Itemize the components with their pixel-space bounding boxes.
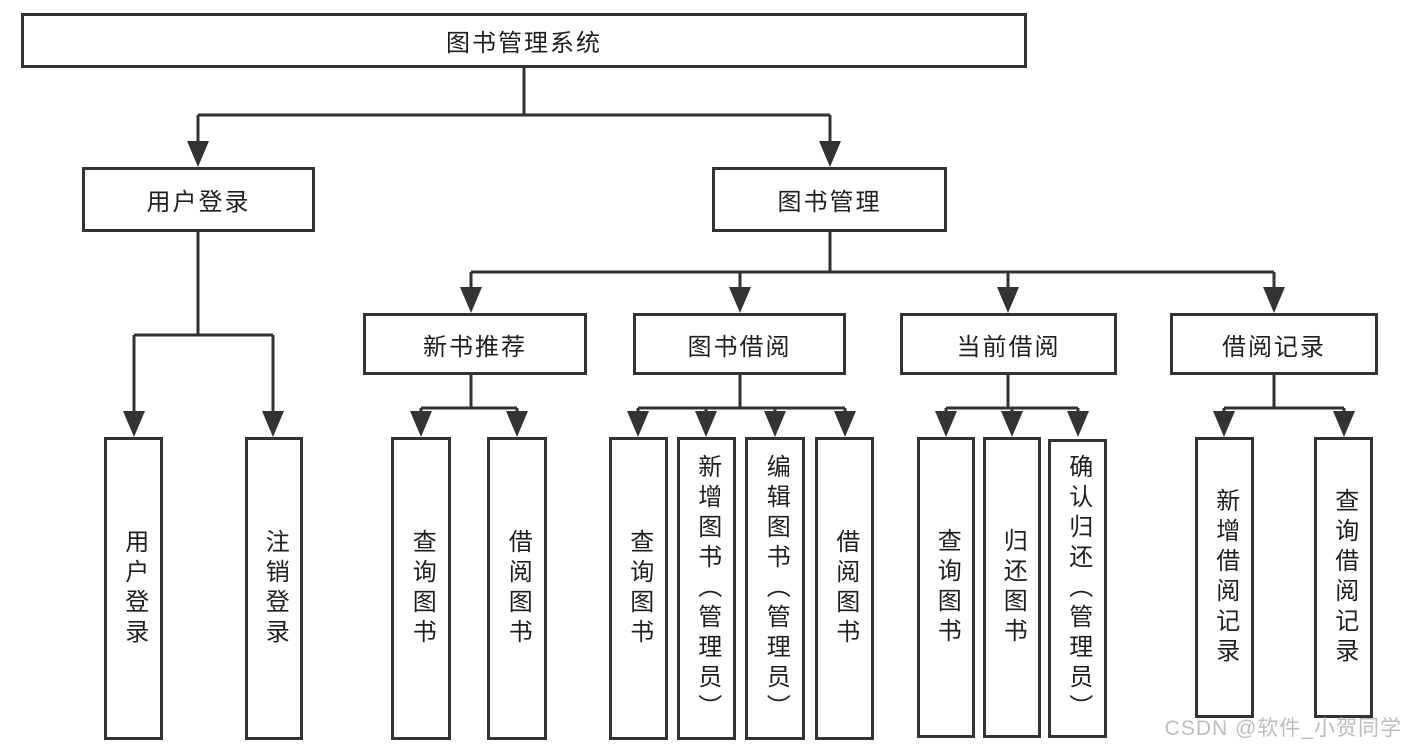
arrowhead-icon (506, 411, 528, 437)
arrowhead-icon (1263, 287, 1285, 313)
leaf-records-add-record-label: 新增借阅记录 (1211, 487, 1239, 668)
node-book-management: 图书管理 (712, 167, 947, 232)
leaf-current-confirm-return-admin-label: 确认归还（管理员） (1064, 453, 1092, 724)
arrowhead-icon (123, 411, 145, 437)
node-user-login: 用户登录 (82, 167, 315, 232)
arrowhead-icon (627, 411, 649, 437)
arrowhead-icon (1333, 411, 1355, 437)
node-new-book-label: 新书推荐 (423, 333, 527, 361)
connector-newbook-to-leaves (419, 375, 519, 416)
leaf-records-query-record-label: 查询借阅记录 (1330, 487, 1358, 668)
arrowhead-icon (460, 287, 482, 313)
node-book-management-label: 图书管理 (777, 189, 882, 216)
leaf-newbook-borrow-books-label: 借阅图书 (504, 528, 532, 649)
leaf-borrow-edit-books-admin-label: 编辑图书（管理员） (762, 453, 790, 724)
connector-root-to-level2 (196, 68, 832, 146)
leaf-borrow-borrow-books: 借阅图书 (815, 437, 874, 740)
leaf-borrow-add-books-admin: 新增图书（管理员） (677, 437, 736, 740)
leaf-current-return-books-label: 归还图书 (999, 527, 1027, 648)
arrowhead-icon (262, 411, 284, 437)
node-user-login-label: 用户登录 (146, 189, 251, 216)
arrowhead-icon (764, 411, 786, 437)
arrowhead-icon (935, 411, 957, 437)
arrowhead-icon (1213, 411, 1235, 437)
arrowhead-icon (410, 411, 432, 437)
connector-records-to-leaves (1222, 375, 1346, 416)
leaf-logout: 注销登录 (245, 437, 303, 740)
arrowhead-icon (1067, 411, 1089, 437)
node-root: 图书管理系统 (21, 13, 1027, 68)
leaf-newbook-borrow-books: 借阅图书 (487, 437, 547, 740)
arrowhead-icon (997, 287, 1019, 313)
arrowhead-icon (819, 141, 841, 167)
node-book-borrowing-label: 图书借阅 (687, 333, 792, 361)
leaf-newbook-query-books-label: 查询图书 (408, 528, 436, 649)
leaf-newbook-query-books: 查询图书 (391, 437, 451, 740)
leaf-current-confirm-return-admin: 确认归还（管理员） (1048, 439, 1107, 738)
leaf-user-login: 用户登录 (104, 437, 163, 740)
leaf-borrow-add-books-admin-label: 新增图书（管理员） (693, 453, 721, 724)
leaf-current-return-books: 归还图书 (983, 437, 1041, 738)
node-current-borrowing: 当前借阅 (900, 313, 1117, 375)
arrowhead-icon (695, 411, 717, 437)
node-new-book-recommendation: 新书推荐 (363, 313, 587, 375)
node-borrowing-records: 借阅记录 (1170, 313, 1378, 375)
csdn-watermark: CSDN @软件_小贺同学 (1164, 717, 1402, 740)
arrowhead-icon (187, 141, 209, 167)
node-current-borrowing-label: 当前借阅 (956, 333, 1061, 361)
node-root-label: 图书管理系统 (446, 30, 602, 57)
connector-bookmgmt-to-level3 (469, 232, 1276, 292)
leaf-records-query-record: 查询借阅记录 (1314, 437, 1373, 718)
arrowhead-icon (1001, 411, 1023, 437)
leaf-current-query-books: 查询图书 (917, 437, 975, 738)
node-borrowing-records-label: 借阅记录 (1222, 333, 1326, 361)
connector-current-to-leaves (944, 375, 1080, 416)
leaf-records-add-record: 新增借阅记录 (1195, 437, 1254, 718)
arrowhead-icon (834, 411, 856, 437)
leaf-logout-label: 注销登录 (261, 528, 289, 649)
connector-borrow-to-leaves (636, 375, 847, 416)
leaf-borrow-borrow-books-label: 借阅图书 (831, 528, 859, 649)
leaf-borrow-edit-books-admin: 编辑图书（管理员） (745, 437, 805, 740)
node-book-borrowing: 图书借阅 (633, 313, 846, 375)
leaf-borrow-query-books-label: 查询图书 (625, 528, 653, 649)
arrowhead-icon (729, 287, 751, 313)
connector-userlogin-to-leaves (132, 232, 275, 416)
leaf-user-login-label: 用户登录 (120, 528, 148, 649)
arrowheads (123, 141, 1355, 437)
leaf-current-query-books-label: 查询图书 (933, 527, 961, 648)
leaf-borrow-query-books: 查询图书 (609, 437, 668, 740)
